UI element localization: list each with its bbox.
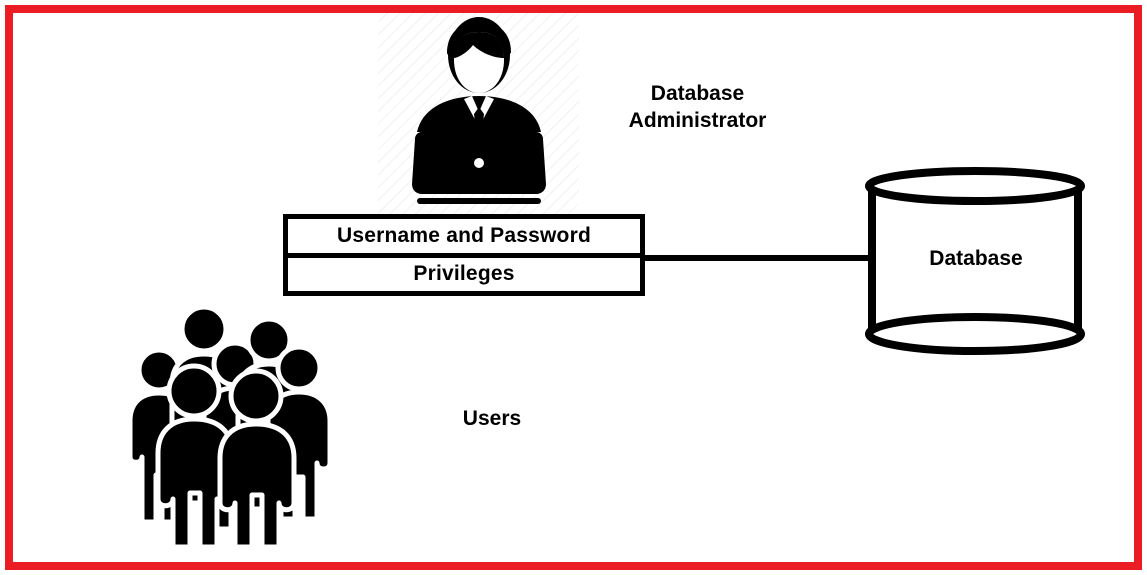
admin-head — [447, 17, 511, 93]
database-label: Database — [929, 247, 1023, 270]
credentials-row-privileges: Privileges — [288, 257, 640, 291]
users-crowd-icon — [127, 307, 333, 550]
administrator-with-laptop-icon — [412, 17, 546, 204]
users-label: Users — [462, 407, 522, 430]
administrator-label: Database Administrator — [628, 82, 767, 132]
credentials-to-database-line — [645, 255, 873, 261]
credentials-box: Username and Password Privileges — [283, 214, 645, 296]
user-figure — [155, 363, 235, 550]
database-cylinder-icon — [865, 167, 1085, 355]
admin-laptop — [412, 132, 546, 204]
credentials-row-username-password: Username and Password — [288, 219, 640, 258]
admin-suit — [417, 96, 541, 132]
user-figure — [217, 368, 297, 550]
